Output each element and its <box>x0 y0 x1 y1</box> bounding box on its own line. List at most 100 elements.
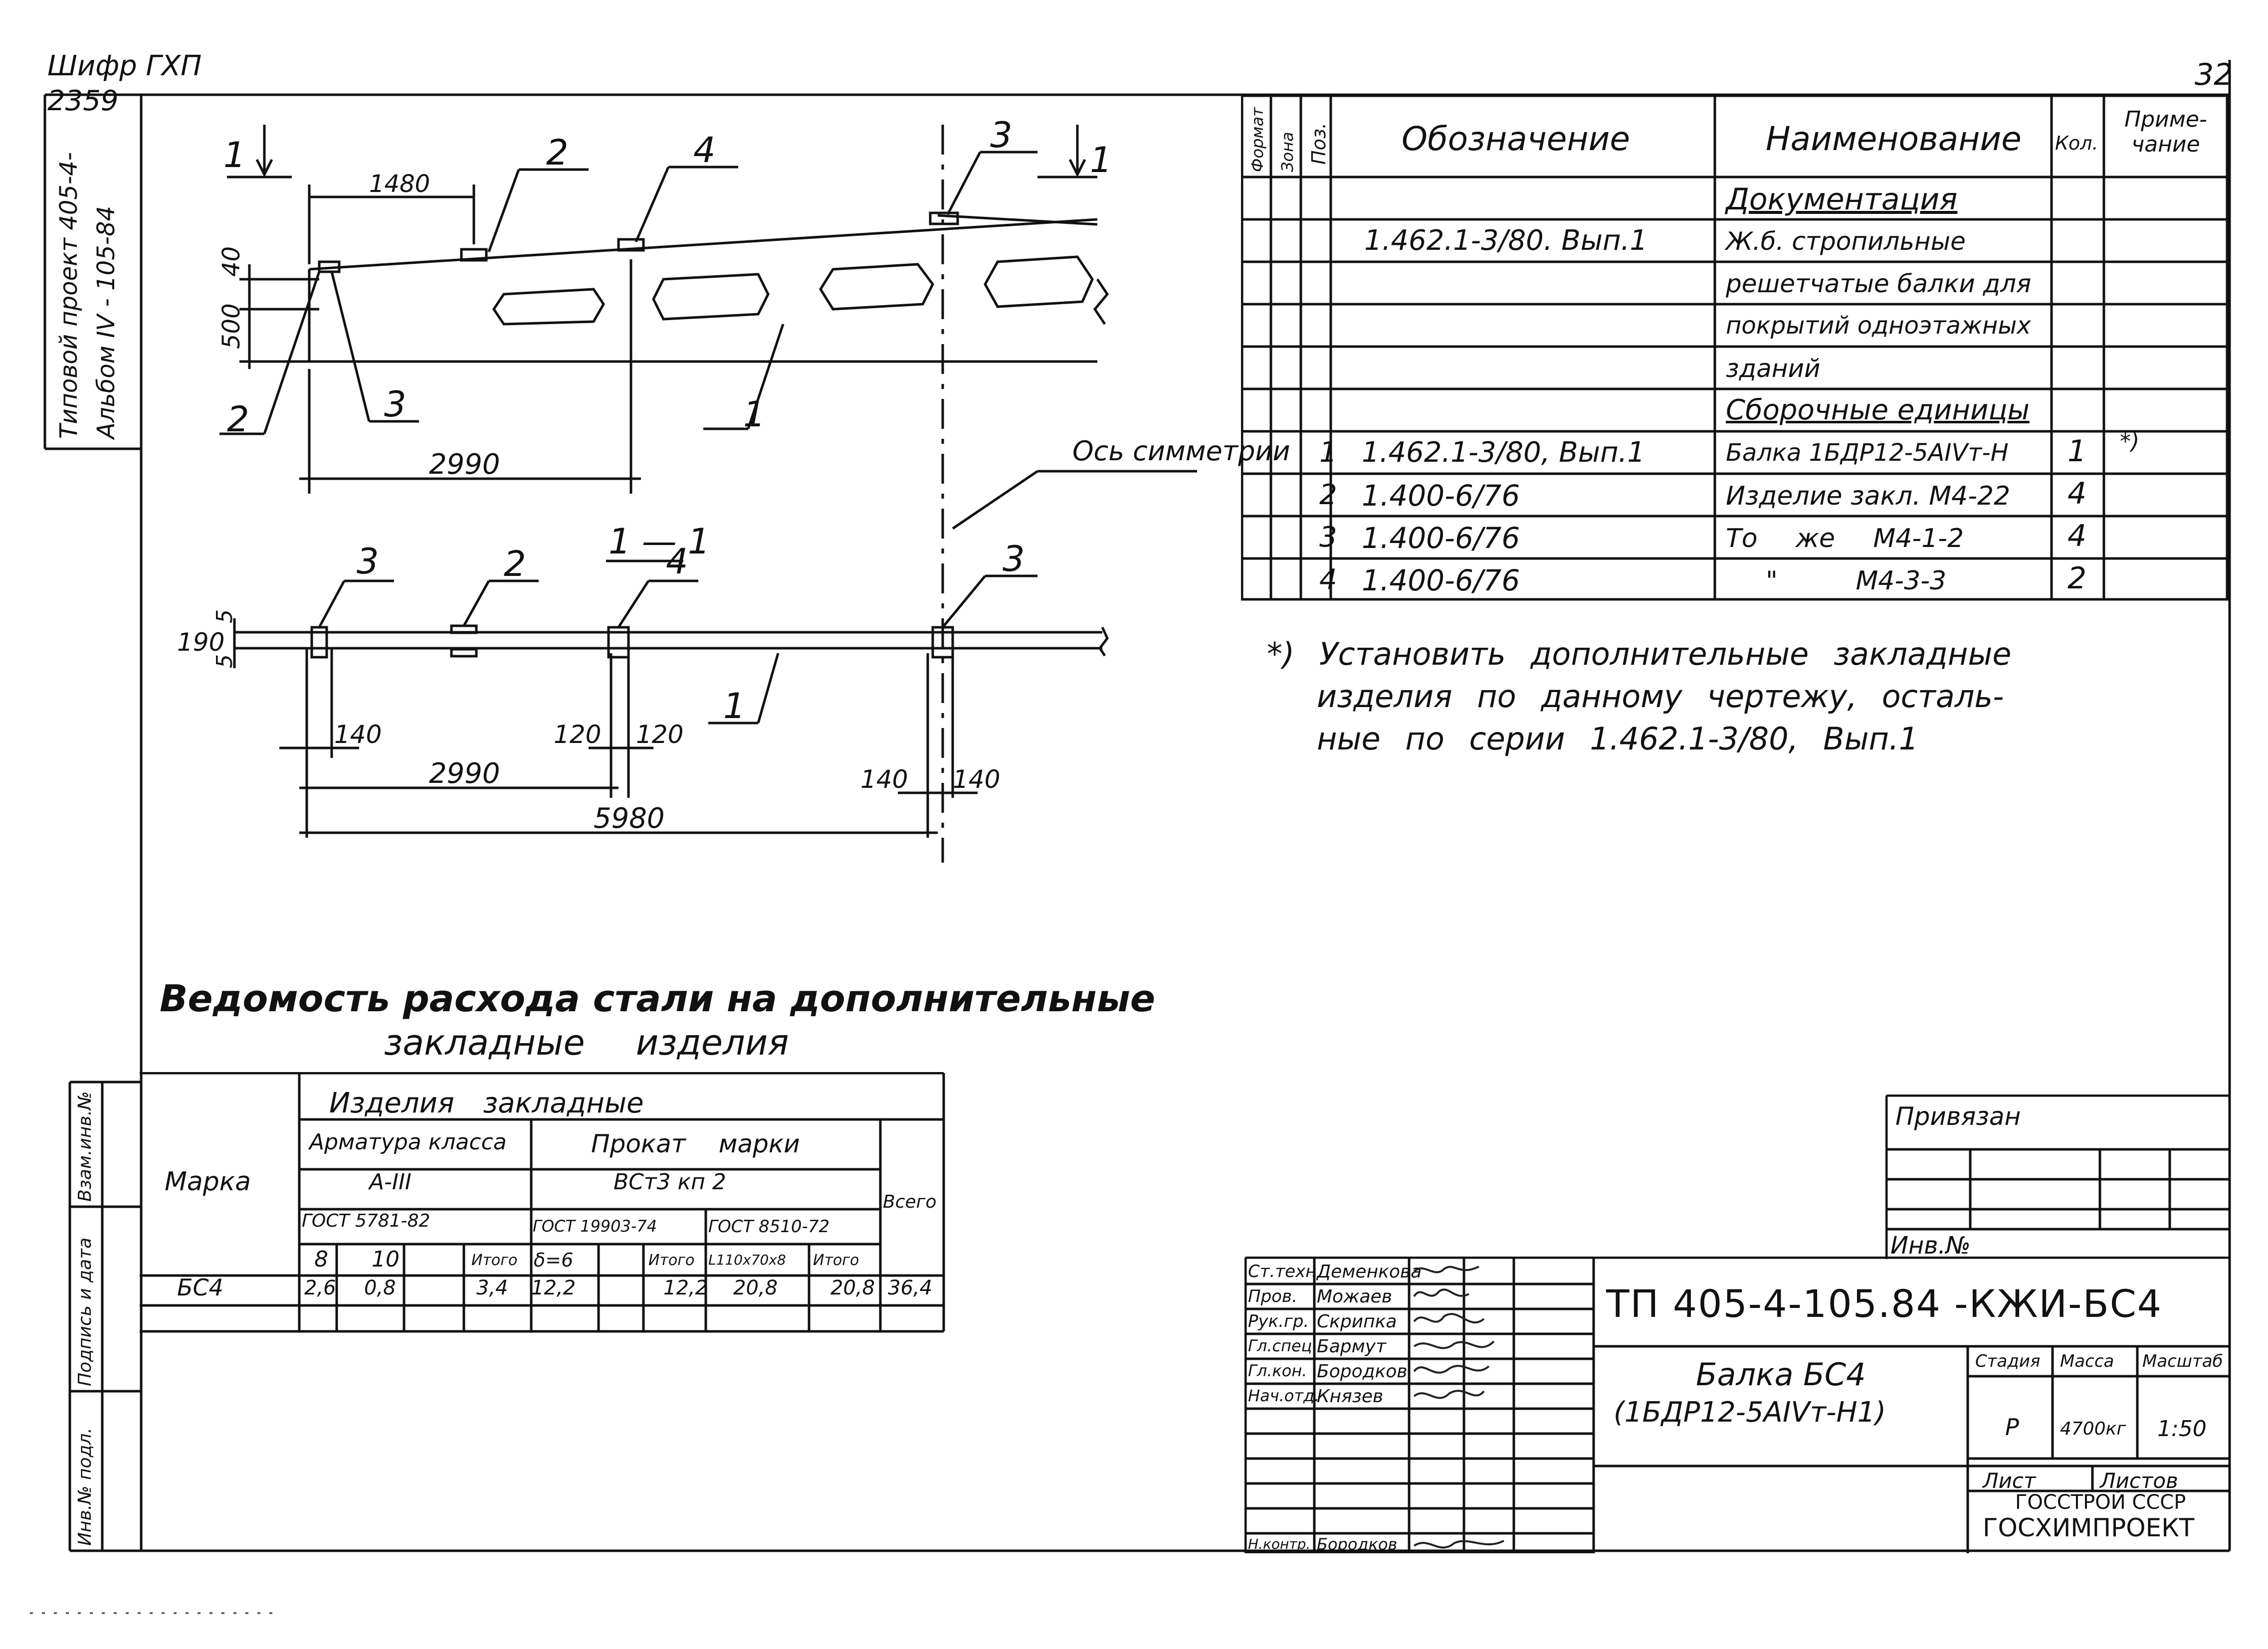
signature-role: Гл.кон. <box>1248 1361 1307 1380</box>
callout-plate-2: 2 <box>546 132 569 173</box>
spec-designation: 1.400-6/76 <box>1362 479 1520 513</box>
beam-elevation-drawing: 1 1 1 2 2 3 3 4 1480 40 500 2990 <box>217 115 1197 863</box>
page-number: 32 <box>2195 57 2233 92</box>
section-callout-4: 4 <box>666 541 688 582</box>
spec-name: Ж.б. стропильные <box>1726 227 1966 256</box>
cipher-number: 2359 <box>47 85 119 117</box>
stage-value: Р <box>2005 1414 2019 1441</box>
signature-name: Бармут <box>1317 1336 1387 1357</box>
privyazan-grid <box>1885 1095 2230 1259</box>
steel-cell: 12,2 <box>663 1277 708 1299</box>
steel-sub-total-plate: Итого <box>648 1252 695 1269</box>
steel-table-title-line2: закладные изделия <box>384 1022 789 1063</box>
privyazan-label: Привязан <box>1895 1102 2021 1131</box>
dim-40: 40 <box>217 246 245 277</box>
spec-qty: 4 <box>2067 519 2087 553</box>
document-code: ТП 405-4-105.84 -КЖИ-БС4 <box>1606 1282 2163 1326</box>
signature-role: Нач.отд. <box>1248 1386 1320 1405</box>
steel-cell: 20,8 <box>733 1277 778 1299</box>
spec-name: Сборочные единицы <box>1726 394 2030 426</box>
steel-sub-d8: 8 <box>314 1247 328 1272</box>
signature-name: Князев <box>1317 1386 1384 1407</box>
signature-role: Ст.техн <box>1248 1262 1317 1282</box>
steel-cell: 3,4 <box>476 1277 508 1299</box>
section-dim-140-r1: 140 <box>860 765 908 794</box>
signature-name: Бородков <box>1317 1535 1398 1554</box>
spec-header-qty: Кол. <box>2055 132 2098 154</box>
section-dim-120-right: 120 <box>636 720 683 749</box>
spec-qty: 4 <box>2067 476 2087 511</box>
section-mark-left: 1 <box>223 135 246 176</box>
scale-value: 1:50 <box>2157 1416 2207 1442</box>
steel-cell: 36,4 <box>888 1277 933 1299</box>
spec-designation: 1.462.1-3/80, Вып.1 <box>1362 436 1645 469</box>
spec-header-pos: Поз. <box>1308 122 1330 165</box>
signature-name: Можаев <box>1317 1286 1392 1307</box>
spec-note: *) <box>2120 429 2140 454</box>
steel-row-marka: БС4 <box>177 1274 223 1301</box>
sheets-label: Листов <box>2100 1468 2178 1493</box>
signature-role: Н.контр. <box>1248 1536 1311 1552</box>
spec-name: " М4-3-3 <box>1766 566 1947 596</box>
section-dim-5-bottom: 5 <box>212 654 237 668</box>
org-line1: ГОССТРОЙ СССР <box>2015 1491 2186 1514</box>
spec-header-format: Формат <box>1248 107 1267 172</box>
steel-sub-total-arm: Итого <box>471 1252 518 1269</box>
spec-name: То же М4-1-2 <box>1726 524 1964 553</box>
spec-pos: 2 <box>1319 479 1337 511</box>
callout-beam: 1 <box>743 394 766 435</box>
mass-value: 4700кг <box>2060 1419 2126 1439</box>
spec-name: Документация <box>1726 182 1958 217</box>
title-line2: (1БДР12-5АIVт-Н1) <box>1614 1396 1886 1429</box>
stage-label: Стадия <box>1975 1351 2041 1371</box>
section-dim-140-r2: 140 <box>953 765 1000 794</box>
cipher-label: Шифр ГХП <box>47 50 202 82</box>
dim-500: 500 <box>217 303 245 349</box>
section-dim-2990: 2990 <box>429 757 500 790</box>
spec-header-note: Приме- чание <box>2124 107 2207 157</box>
steel-armatura-class: А-III <box>369 1169 412 1195</box>
steel-armatura-gost: ГОСТ 5781-82 <box>302 1211 430 1231</box>
steel-header-prokat: Прокат марки <box>591 1129 800 1158</box>
dim-2990: 2990 <box>429 448 500 481</box>
section-dim-140-left: 140 <box>334 720 382 749</box>
steel-cell: 20,8 <box>830 1277 875 1299</box>
signature-role: Гл.спец. <box>1248 1336 1317 1355</box>
spec-header-designation: Обозначение <box>1402 120 1630 158</box>
specification-table-grid <box>1241 95 2229 601</box>
spec-qty: 2 <box>2067 561 2087 596</box>
spec-name: решетчатые балки для <box>1726 269 2032 298</box>
steel-table-title-line1: Ведомость расхода стали на дополнительны… <box>160 977 1156 1020</box>
callout-plate-2-left: 2 <box>227 399 249 440</box>
steel-table-grid <box>140 1072 945 1333</box>
steel-prokat-gost1: ГОСТ 19903-74 <box>533 1217 657 1236</box>
title-line1: Балка БС4 <box>1696 1356 1866 1393</box>
signature-name: Деменкова <box>1317 1262 1422 1282</box>
steel-header-group: Изделия закладные <box>329 1087 644 1119</box>
section-mark-right: 1 <box>1090 140 1112 181</box>
footnote-line2: изделия по данному чертежу, осталь- <box>1317 678 2004 715</box>
org-line2: ГОСХИМПРОЕКТ <box>1983 1513 2195 1542</box>
steel-sub-angle: L110x70x8 <box>708 1252 786 1268</box>
section-dim-120-left: 120 <box>554 720 601 749</box>
spec-pos: 3 <box>1319 521 1337 553</box>
section-dim-5-top: 5 <box>212 609 237 623</box>
steel-sub-d10: 10 <box>372 1247 400 1272</box>
steel-prokat-gost2: ГОСТ 8510-72 <box>708 1217 830 1237</box>
steel-header-marka: Марка <box>165 1167 251 1197</box>
section-callout-3-left: 3 <box>357 541 379 582</box>
beam-section-drawing: 1 — 1 1 2 3 3 4 5 5 190 140 120 120 2990… <box>177 521 1109 838</box>
privyazan-inv: Инв.№ <box>1890 1232 1971 1260</box>
section-callout-beam: 1 <box>723 686 746 727</box>
footnote-line1: *) Установить дополнительные закладные <box>1267 636 2012 672</box>
steel-sub-plate: δ=6 <box>534 1249 574 1271</box>
callout-plate-4: 4 <box>693 130 716 171</box>
callout-plate-3: 3 <box>990 115 1013 156</box>
section-callout-2: 2 <box>504 544 526 584</box>
dim-1480: 1480 <box>369 170 430 198</box>
title-block-grid <box>1244 1257 2230 1553</box>
stamp-original-inv: Инв.№ подл. <box>75 1428 95 1546</box>
section-title: 1 — 1 <box>609 521 710 562</box>
steel-cell: 12,2 <box>531 1277 576 1299</box>
spec-name: зданий <box>1726 354 1821 383</box>
